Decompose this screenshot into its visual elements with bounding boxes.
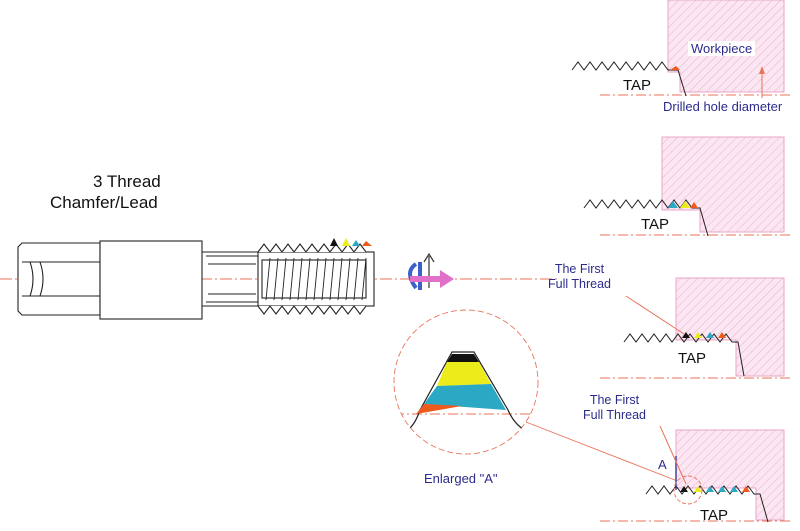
first-full-thread-4-line2: Full Thread xyxy=(583,408,646,422)
stage-3 xyxy=(600,277,790,379)
tap-drawing xyxy=(0,240,560,320)
tap-label-4: TAP xyxy=(700,507,729,524)
tap-square-shank xyxy=(17,242,101,316)
tap-label-3: TAP xyxy=(678,350,707,367)
enlarged-leader xyxy=(525,421,681,483)
first-full-thread-leader-3 xyxy=(625,295,685,335)
stage-1 xyxy=(571,0,790,98)
first-full-thread-callout-4: The First Full Thread xyxy=(583,393,646,423)
drilled-hole-label: Drilled hole diameter xyxy=(663,99,783,114)
layer-black xyxy=(447,354,479,362)
chamfer-label-line2: Chamfer/Lead xyxy=(50,193,158,212)
layer-orange xyxy=(416,404,462,414)
tap-label-1: TAP xyxy=(623,77,652,94)
enlarged-detail xyxy=(393,309,681,483)
tap-chamfer-colors xyxy=(330,238,372,246)
layer-cyan xyxy=(424,384,506,410)
a-marker-label: A xyxy=(658,457,667,472)
enlarged-label: Enlarged "A" xyxy=(424,471,498,486)
detail-a-circle xyxy=(673,475,703,505)
first-full-thread-callout-3: The First Full Thread xyxy=(548,262,611,292)
layer-yellow xyxy=(437,362,491,386)
chamfer-label-line1: 3 Thread xyxy=(93,172,161,191)
rotation-indicator xyxy=(408,252,454,290)
feed-arrow-icon xyxy=(410,270,454,288)
first-full-thread-4-line1: The First xyxy=(589,393,640,407)
first-full-thread-3-line1: The First xyxy=(554,262,605,276)
tap-shank xyxy=(99,240,203,320)
workpiece-3 xyxy=(675,277,785,377)
first-full-thread-3-line2: Full Thread xyxy=(548,277,611,291)
tap-thread-teeth-top xyxy=(257,243,374,253)
workpiece-2 xyxy=(661,136,785,233)
first-full-thread-leader-4 xyxy=(659,425,687,485)
enlarged-tooth-outline xyxy=(403,351,531,433)
stage-2 xyxy=(583,136,790,237)
stage-4 xyxy=(600,425,790,523)
workpiece-label: Workpiece xyxy=(688,41,756,56)
workpiece-4 xyxy=(675,429,785,521)
tap-label-2: TAP xyxy=(641,216,670,233)
tap-thread-teeth-bottom xyxy=(257,305,374,315)
